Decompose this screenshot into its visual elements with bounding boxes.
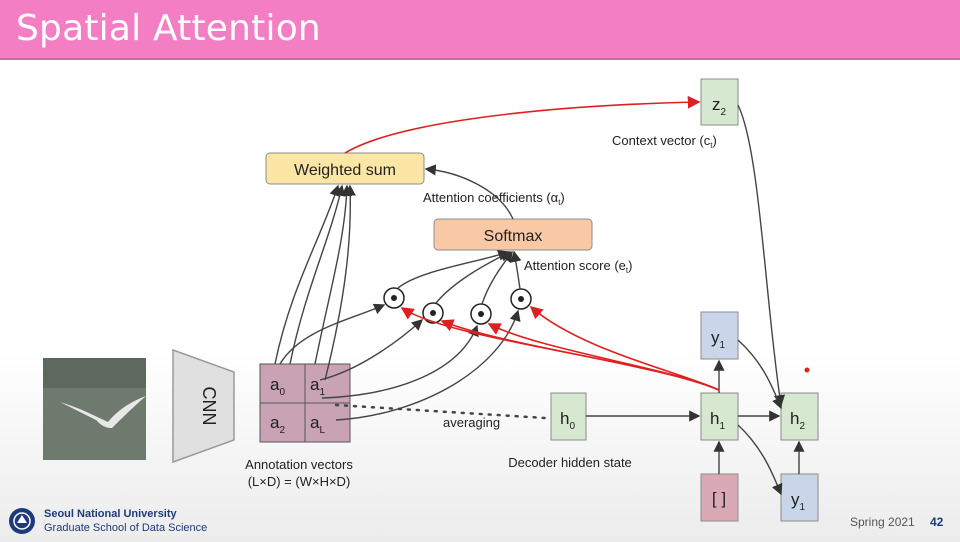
dot-product-center (430, 310, 436, 316)
z2-box (700, 78, 739, 126)
h2-box (780, 392, 819, 441)
h2-label: h2 (790, 409, 805, 432)
cell-a1: a1 (310, 375, 325, 398)
dot-product-nodes (383, 287, 532, 325)
university-logo (9, 508, 35, 534)
cell-a0: a0 (270, 375, 285, 398)
h0-label: h0 (560, 409, 575, 432)
page-number: 42 (930, 515, 944, 529)
averaging-line (334, 403, 547, 420)
dot-product-center (391, 295, 397, 301)
cell-a2: a2 (270, 413, 285, 436)
cnn-label: CNN (199, 387, 219, 426)
y1-top-label: y1 (711, 328, 726, 351)
y1-bottom-box (780, 473, 819, 522)
cell-aL: aL (310, 413, 325, 436)
slide-title: Spatial Attention (16, 8, 321, 49)
softmax-label: Softmax (484, 228, 543, 245)
annotation-label: Annotation vectors (245, 457, 353, 472)
y1-bottom-label: y1 (791, 490, 806, 513)
attention-red-arrows (344, 95, 720, 391)
school-name: Graduate School of Data Science (44, 522, 208, 534)
dot-product-center (478, 311, 484, 317)
decoder-state-label: Decoder hidden state (508, 455, 632, 470)
context-vector-label: Context vector (ct) (612, 133, 717, 150)
weighted-sum-label: Weighted sum (294, 162, 396, 179)
title-bar: Spatial Attention (0, 0, 960, 60)
university-name: Seoul National University (44, 508, 177, 520)
dot-product-center (518, 296, 524, 302)
cnn-block (172, 348, 235, 464)
attention-score-label: Attention score (et) (524, 258, 632, 275)
term-label: Spring 2021 (850, 515, 915, 529)
start-token-label: [ ] (712, 489, 726, 508)
z2-label: z2 (712, 95, 727, 118)
annotation-grid (259, 363, 351, 443)
h1-label: h1 (710, 409, 725, 432)
h1-box (700, 392, 739, 441)
annotation-shape: (L×D) = (W×H×D) (248, 474, 351, 489)
averaging-label: averaging (443, 415, 500, 430)
y1-top-box (700, 311, 739, 360)
attention-coefficients-label: Attention coefficients (αt) (423, 190, 565, 207)
input-image (43, 358, 146, 460)
pointer-dot (804, 367, 810, 373)
